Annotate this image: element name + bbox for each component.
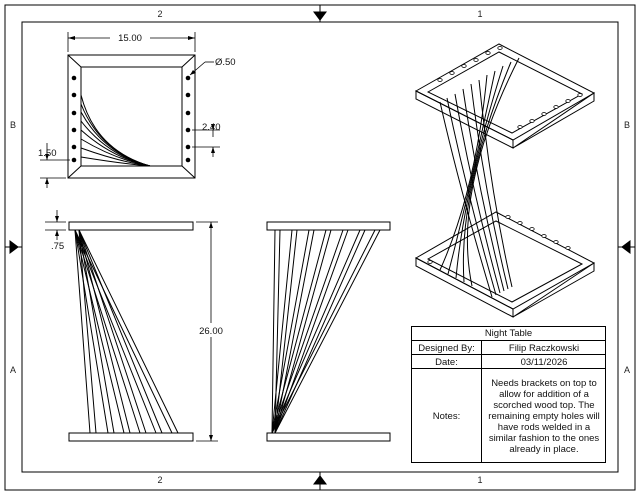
zone-bottom-2: 2 bbox=[157, 475, 162, 485]
center-arrow-bottom bbox=[313, 475, 327, 485]
date-value: 03/11/2026 bbox=[520, 356, 568, 368]
dim-bottom-offset: 1.50 bbox=[38, 148, 57, 159]
title-block-grid bbox=[411, 326, 606, 463]
front-view bbox=[68, 221, 194, 442]
designed-by-label: Designed By: bbox=[418, 342, 475, 354]
center-arrow-top bbox=[313, 11, 327, 21]
zone-right-b: B bbox=[624, 120, 630, 130]
center-arrow-right bbox=[621, 240, 631, 254]
title: Night Table bbox=[484, 328, 533, 339]
designed-by-value: Filip Raczkowski bbox=[508, 342, 580, 354]
zone-left-b: B bbox=[10, 120, 16, 130]
zone-top-1: 1 bbox=[477, 9, 482, 19]
title-block: Night Table Designed By: Filip Raczkowsk… bbox=[411, 326, 606, 463]
dim-width: 15.00 bbox=[118, 33, 142, 44]
dim-height: 26.00 bbox=[199, 326, 223, 337]
dim-hole-diameter: Ø.50 bbox=[215, 57, 236, 68]
zone-top-2: 2 bbox=[157, 9, 162, 19]
iso-holes bbox=[427, 46, 583, 264]
zone-right-a: A bbox=[624, 365, 630, 375]
side-view bbox=[266, 221, 391, 442]
zone-bottom-1: 1 bbox=[477, 475, 482, 485]
dim-frame-thickness: .75 bbox=[51, 241, 64, 252]
notes-label: Notes: bbox=[432, 410, 461, 422]
zone-left-a: A bbox=[10, 365, 16, 375]
isometric-view bbox=[414, 43, 596, 318]
top-view bbox=[67, 54, 196, 179]
date-label: Date: bbox=[435, 356, 458, 368]
top-view-holes bbox=[71, 75, 191, 163]
dim-hole-spacing: 2.40 bbox=[202, 122, 221, 133]
center-arrow-left bbox=[9, 240, 19, 254]
notes-text: Needs brackets on top to allow for addit… bbox=[488, 377, 600, 455]
